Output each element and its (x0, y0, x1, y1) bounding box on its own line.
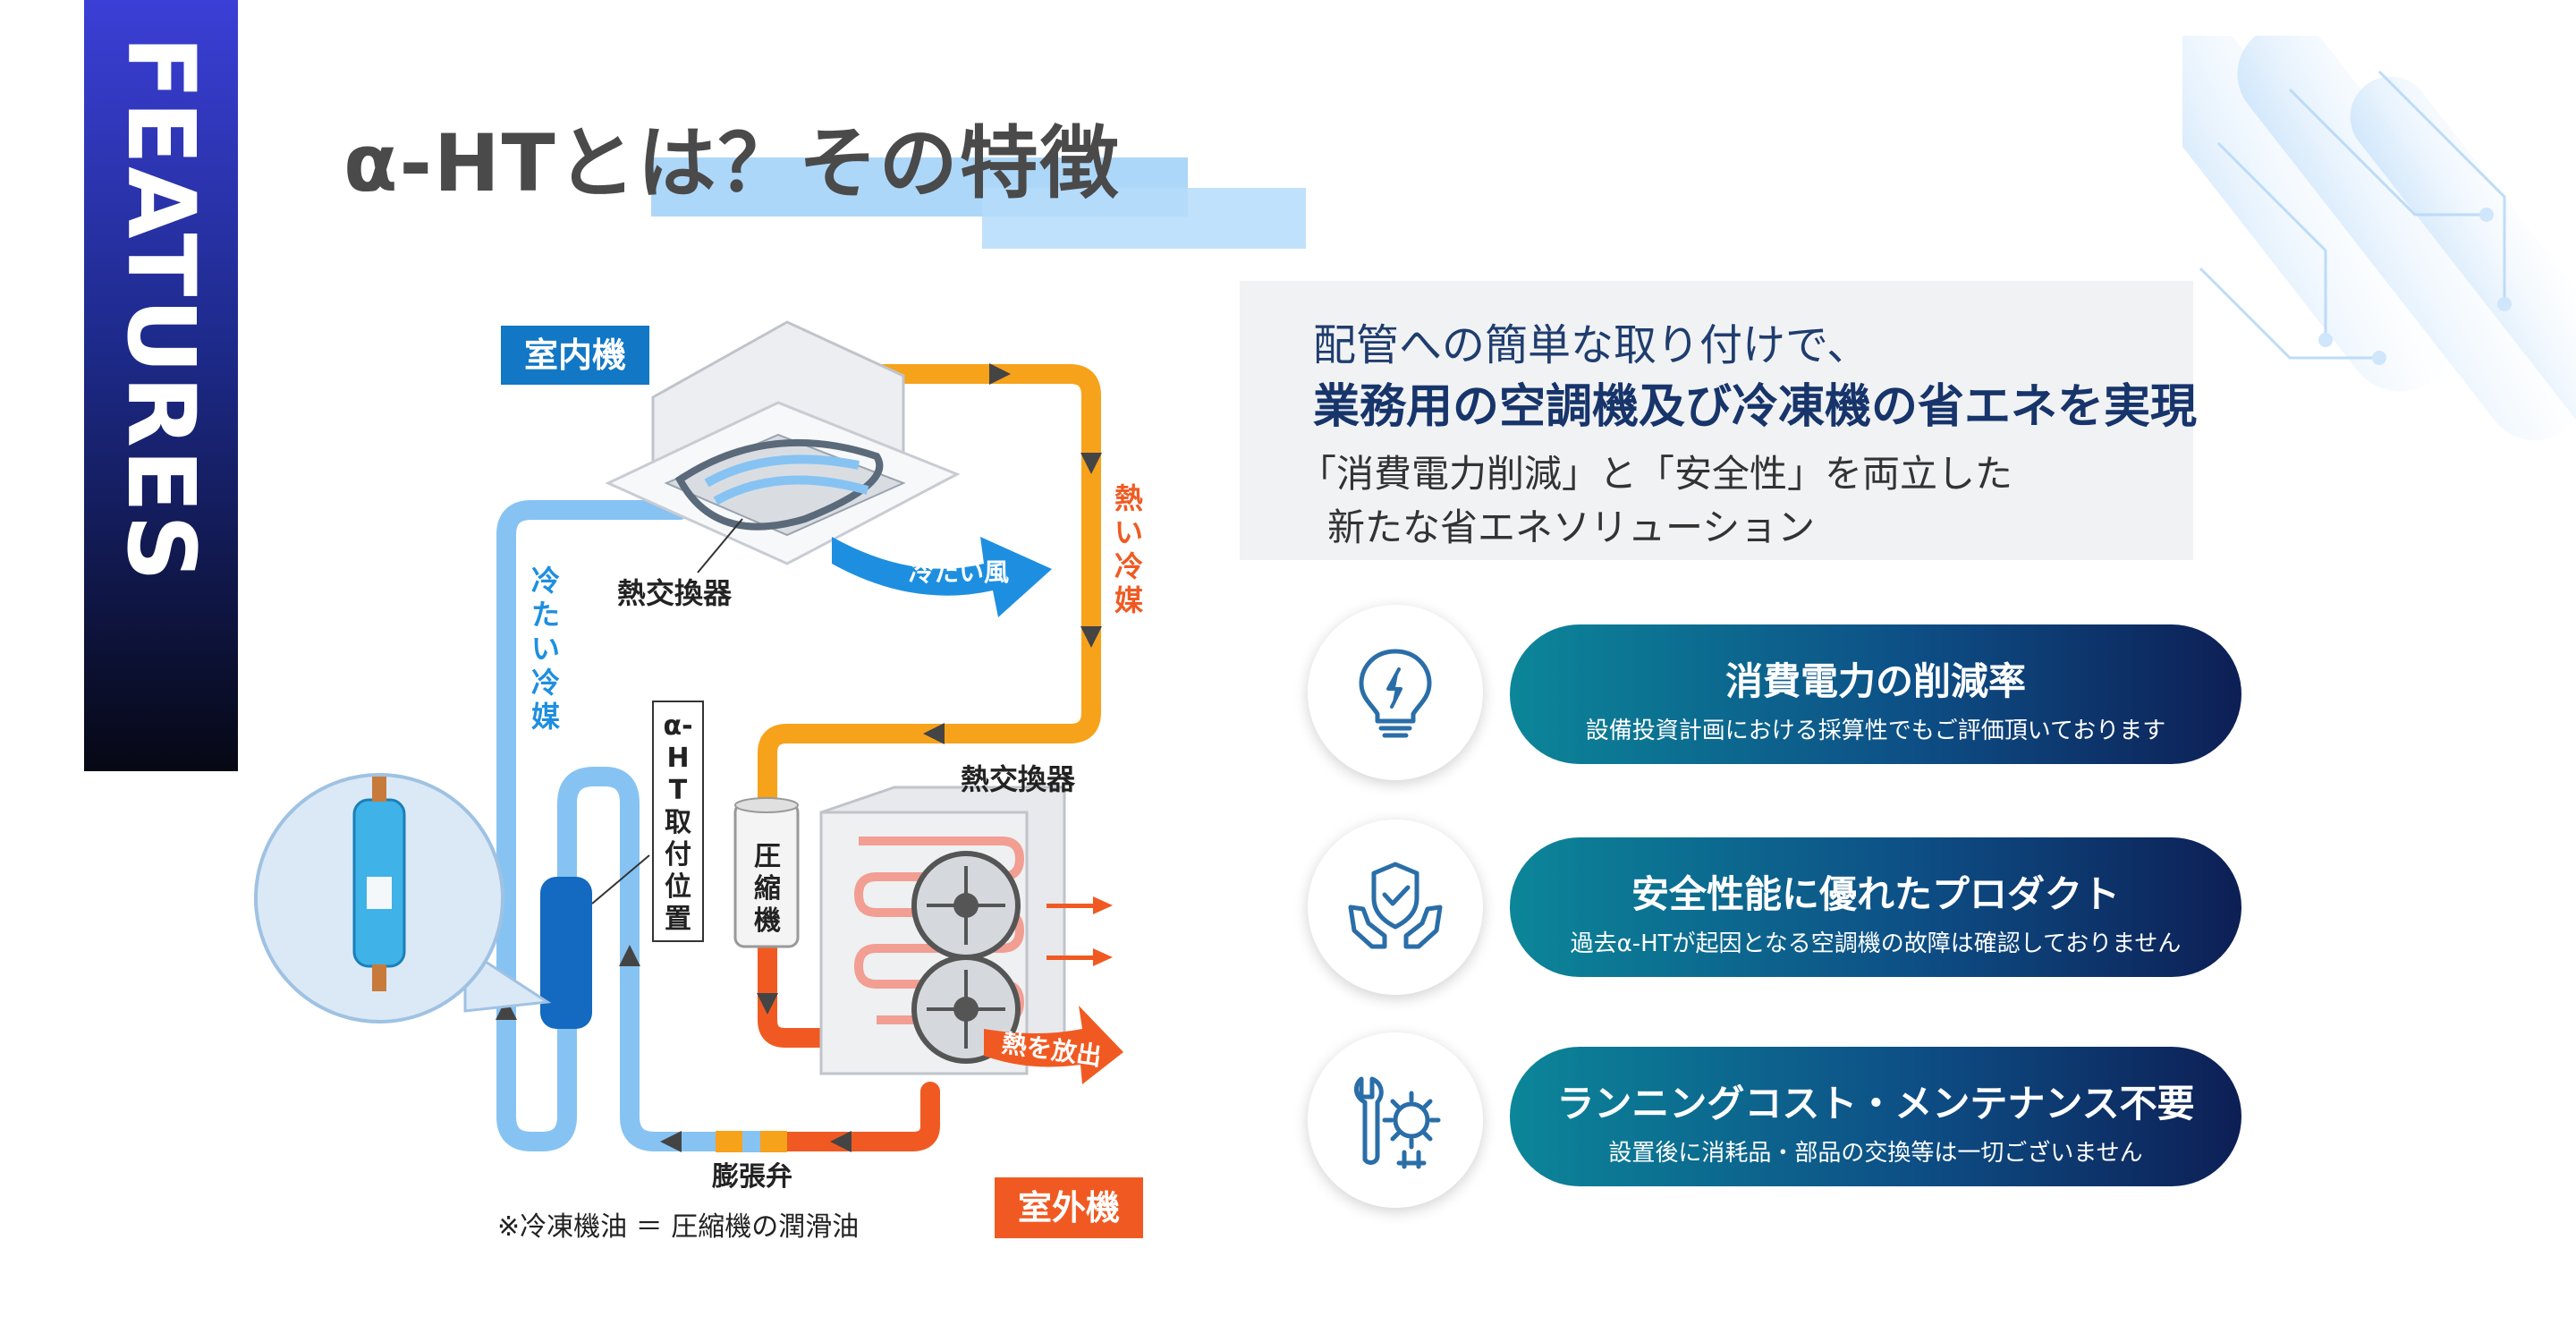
diagram-note: ※冷凍機油 ＝ 圧縮機の潤滑油 (497, 1211, 860, 1243)
intro-line: 新たな省エネソリューション (1327, 505, 1816, 549)
feature-title: 消費電力の削減率 (1724, 659, 2026, 703)
decorative-circuit-graphic (2182, 36, 2576, 461)
expansion-valve-label: 膨張弁 (712, 1161, 792, 1193)
title-highlight-bar (982, 188, 1306, 249)
refrigeration-cycle-diagram (254, 320, 1123, 1152)
hot-refrigerant-label: 熱い冷媒 (1114, 481, 1144, 617)
feature-card-maintenance-free: ランニングコスト・メンテナンス不要 設置後に消耗品・部品の交換等は一切ございませ… (1510, 1047, 2241, 1186)
wrench-gear-icon (1308, 1032, 1483, 1208)
shield-hands-icon (1308, 820, 1483, 995)
side-banner: FEATURES (84, 0, 238, 771)
page-title: α-HTとは？その特徴 (343, 117, 1121, 209)
hot-pipe (758, 364, 1101, 824)
feature-description: 設備投資計画における採算性でもご評価頂いております (1585, 718, 2166, 744)
heat-release-arrow (984, 1006, 1123, 1084)
cold-air-label: 冷たい風 (909, 557, 1010, 587)
feature-card-safety: 安全性能に優れたプロダクト 過去α-HTが起因となる空調機の故障は確認しておりま… (1510, 837, 2241, 977)
feature-description: 過去α-HTが起因となる空調機の故障は確認しておりません (1570, 930, 2182, 957)
cold-refrigerant-label: 冷たい冷媒 (531, 564, 561, 734)
outdoor-heat-exchanger-label: 熱交換器 (961, 762, 1076, 796)
alpha-ht-device (540, 877, 592, 1029)
cold-air-arrow (832, 537, 1052, 617)
mount-position-label: α-HT取付位置 (663, 710, 693, 935)
indoor-unit-shape (605, 320, 961, 565)
feature-title: 安全性能に優れたプロダクト (1631, 872, 2120, 916)
outdoor-unit-tag: 室外機 (995, 1177, 1143, 1238)
mount-position-box (652, 701, 704, 942)
indoor-heat-exchanger-label: 熱交換器 (617, 576, 733, 610)
intro-box (1240, 281, 2193, 560)
feature-card-power-reduction: 消費電力の削減率 設備投資計画における採算性でもご評価頂いております (1510, 624, 2241, 764)
feature-title: ランニングコスト・メンテナンス不要 (1556, 1082, 2195, 1125)
very-hot-pipe (758, 930, 940, 1151)
intro-line: 「消費電力削減」と「安全性」を両立した (1299, 452, 2013, 496)
lightbulb-icon (1308, 605, 1483, 780)
feature-description: 設置後に消耗品・部品の交換等は一切ございません (1608, 1140, 2143, 1167)
exhaust-arrows (1046, 896, 1113, 966)
intro-line: 配管への簡単な取り付けで、 (1313, 320, 1870, 370)
indoor-unit-tag: 室内機 (501, 326, 649, 385)
compressor-label: 圧縮機 (754, 841, 781, 937)
intro-headline: 業務用の空調機及び冷凍機の省エネを実現 (1313, 380, 2198, 434)
magnifier-bubble (254, 773, 552, 1023)
